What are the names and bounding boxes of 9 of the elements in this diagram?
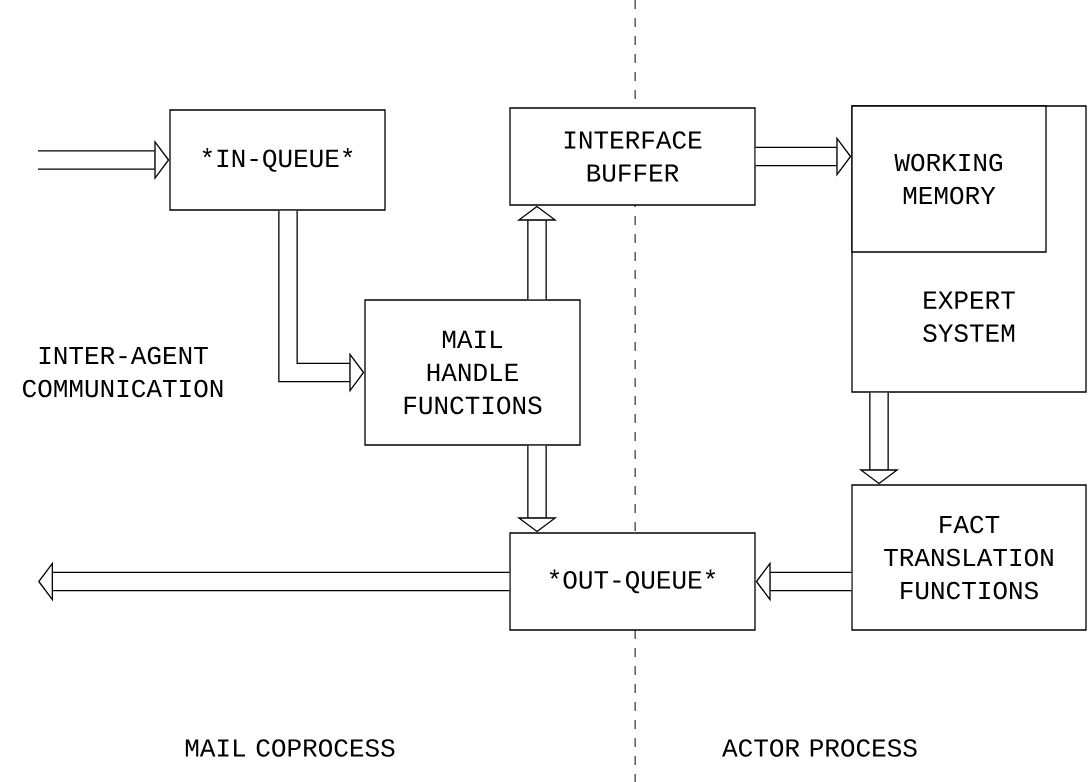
process-box: INTERFACE BUFFER bbox=[509, 107, 756, 206]
process-box: *OUT-QUEUE* bbox=[509, 532, 756, 631]
process-box: MAIL HANDLE FUNCTIONS bbox=[364, 299, 581, 446]
process-box: *IN-QUEUE* bbox=[169, 109, 386, 211]
process-box: FACT TRANSLATION FUNCTIONS bbox=[851, 484, 1087, 631]
label-text: MAIL COPROCESS bbox=[185, 739, 395, 757]
label-text: INTER-AGENT COMMUNICATION bbox=[23, 346, 223, 398]
process-box: WORKING MEMORY bbox=[851, 105, 1047, 253]
label-text: ACTOR PROCESS bbox=[722, 739, 917, 757]
